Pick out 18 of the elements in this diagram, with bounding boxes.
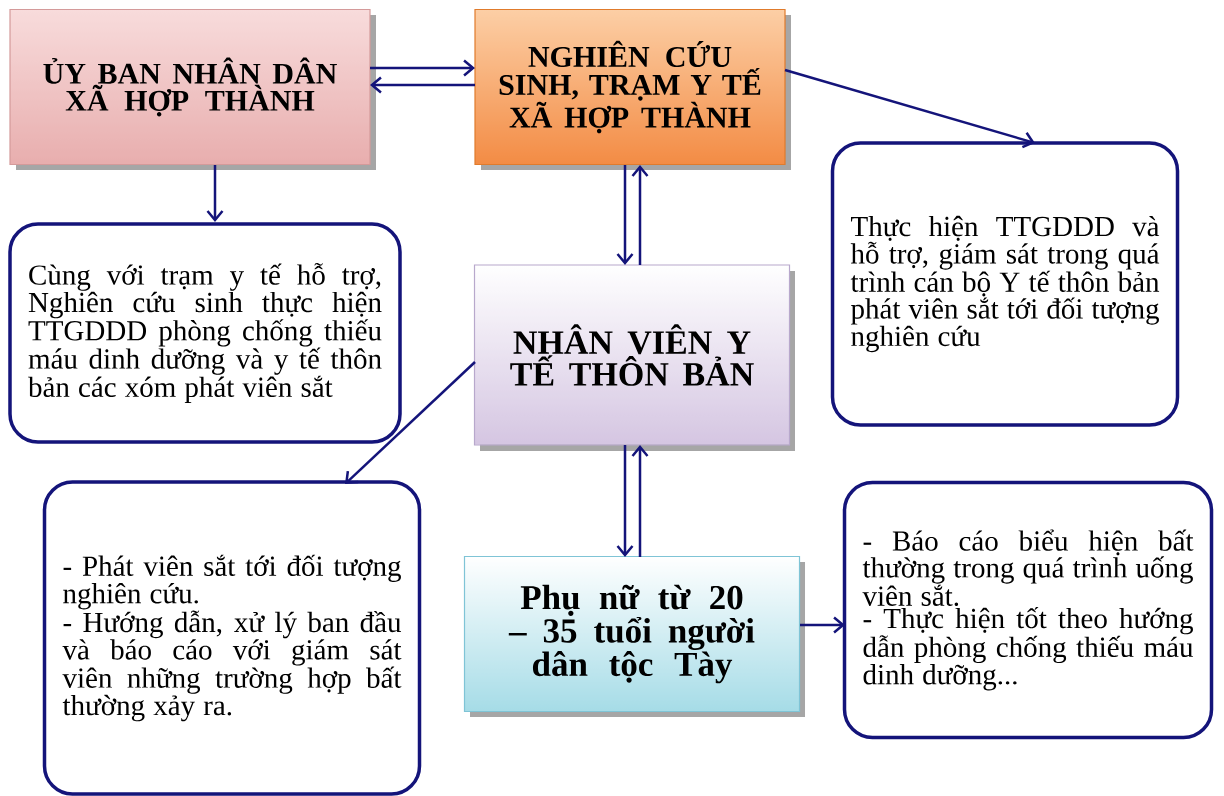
arrow xyxy=(631,165,649,265)
title-box: Phụ nữ từ 20 – 35 tuổi người dân tộc Tày xyxy=(463,555,805,717)
arrow xyxy=(345,361,476,484)
title-box: NHÂN VIÊN Y TẾ THÔN BẢN xyxy=(473,264,795,451)
arrow xyxy=(370,76,475,94)
text-box: - Phát viên sắt tới đối tượng nghiên cứu. - Hướng dẫn, xử lý ban đầu và báo cáo với giám sát viên những trường hợp bất thường xảy ra. xyxy=(42,480,422,796)
title-box: NGHIÊN CỨU SINH, TRẠM Y TẾ XÃ HỢP THÀNH xyxy=(474,8,791,170)
arrow xyxy=(616,445,634,557)
title-box: ỦY BAN NHÂN DÂN XÃ HỢP THÀNH xyxy=(9,8,376,170)
text-box: Cùng với trạm y tế hỗ trợ, Nghiên cứu sinh thực hiện TTGDDD phòng chống thiếu máu dinh dưỡng và y tế thôn bản các xóm phát viên sắt xyxy=(8,222,402,444)
arrow xyxy=(800,616,845,634)
arrow xyxy=(616,165,634,265)
text-box: Thực hiện TTGDDD và hỗ trợ, giám sát trong quá trình cán bộ Y tế thôn bản phát viên sắt tới đối tượng nghiên cứu xyxy=(830,141,1180,427)
text-box: - Báo cáo biểu hiện bất thường trong quá trình uống viên sắt. - Thực hiện tốt theo hướng dẫn phòng chống thiếu máu dinh dưỡng... xyxy=(842,480,1214,740)
arrow xyxy=(631,445,649,557)
arrow xyxy=(370,59,475,77)
arrow xyxy=(784,68,1035,149)
arrow xyxy=(206,165,224,222)
